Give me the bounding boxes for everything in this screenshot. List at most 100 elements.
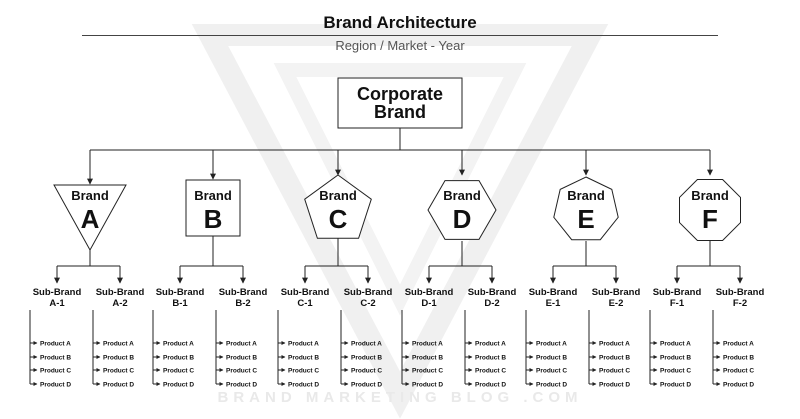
brand-letter: A <box>81 204 100 234</box>
product-label: Product A <box>723 340 754 347</box>
brand-letter: B <box>204 204 223 234</box>
subbrand-label-line2: B-2 <box>235 298 250 309</box>
brand-letter: C <box>329 204 348 234</box>
product-label: Product C <box>103 367 134 374</box>
product-label: Product C <box>226 367 257 374</box>
subbrand-label-line2: F-1 <box>670 298 685 309</box>
product-label: Product C <box>288 367 319 374</box>
product-label: Product A <box>412 340 443 347</box>
corporate-brand-line2: Brand <box>374 102 426 122</box>
subbrand-label-line1: Sub-Brand <box>219 287 268 298</box>
subbrand-label-line1: Sub-Brand <box>716 287 765 298</box>
brand-label: Brand <box>443 188 481 203</box>
subbrand-label-line1: Sub-Brand <box>468 287 517 298</box>
product-label: Product B <box>723 354 754 361</box>
subbrand-label-line2: C-2 <box>360 298 375 309</box>
page-title: Brand Architecture <box>323 13 476 32</box>
brand-letter: D <box>453 204 472 234</box>
product-label: Product D <box>723 381 754 388</box>
product-label: Product D <box>536 381 567 388</box>
corporate-brand-box <box>337 77 463 129</box>
page-subtitle: Region / Market - Year <box>335 38 465 53</box>
subbrand-label-line2: E-2 <box>609 298 624 309</box>
product-label: Product C <box>351 367 382 374</box>
corporate-brand-node: Corporate Brand <box>337 77 463 129</box>
product-label: Product B <box>226 354 257 361</box>
product-label: Product A <box>40 340 71 347</box>
subbrand-label-line2: E-1 <box>546 298 562 309</box>
product-label: Product B <box>103 354 134 361</box>
product-label: Product B <box>599 354 630 361</box>
subbrand-label-line1: Sub-Brand <box>592 287 641 298</box>
product-label: Product C <box>475 367 506 374</box>
product-label: Product B <box>351 354 382 361</box>
watermark-text: BRAND MARKETING BLOG .COM <box>218 389 583 406</box>
brand-shape-heptagon <box>553 176 619 241</box>
product-label: Product A <box>475 340 506 347</box>
subbrand-label-line2: F-2 <box>733 298 747 309</box>
brand-letter: F <box>702 204 718 234</box>
product-label: Product A <box>351 340 382 347</box>
brand-shape-square <box>185 179 241 237</box>
product-label: Product D <box>226 381 257 388</box>
product-label: Product A <box>536 340 567 347</box>
product-label: Product A <box>660 340 691 347</box>
subbrand-label-line1: Sub-Brand <box>96 287 145 298</box>
product-label: Product C <box>163 367 194 374</box>
product-label: Product D <box>412 381 443 388</box>
brand-label: Brand <box>567 188 605 203</box>
product-label: Product D <box>103 381 134 388</box>
product-label: Product A <box>599 340 630 347</box>
product-label: Product D <box>599 381 630 388</box>
product-label: Product B <box>40 354 71 361</box>
brand-label: Brand <box>194 188 232 203</box>
product-label: Product C <box>40 367 71 374</box>
subbrand-label-line2: C-1 <box>297 298 313 309</box>
product-label: Product C <box>412 367 443 374</box>
subbrand-label-line2: D-2 <box>484 298 499 309</box>
subbrand-label-line1: Sub-Brand <box>281 287 330 298</box>
product-label: Product B <box>660 354 691 361</box>
product-label: Product D <box>660 381 691 388</box>
product-label: Product C <box>599 367 630 374</box>
brand-label: Brand <box>319 188 357 203</box>
subbrand-label-line1: Sub-Brand <box>529 287 578 298</box>
subbrand-label-line1: Sub-Brand <box>33 287 82 298</box>
subbrand-label-line1: Sub-Brand <box>405 287 454 298</box>
brand-label: Brand <box>691 188 729 203</box>
subbrand-label-line2: A-1 <box>49 298 65 309</box>
brand-shape-triangle-down <box>53 184 127 252</box>
subbrand-label-line2: A-2 <box>112 298 127 309</box>
product-label: Product D <box>40 381 71 388</box>
product-label: Product A <box>226 340 257 347</box>
product-label: Product D <box>288 381 319 388</box>
brand-label: Brand <box>71 188 109 203</box>
product-label: Product A <box>103 340 134 347</box>
brand-letter: E <box>577 204 594 234</box>
brand-shape-octagon <box>679 179 741 241</box>
product-label: Product A <box>163 340 194 347</box>
product-label: Product D <box>351 381 382 388</box>
product-label: Product C <box>536 367 567 374</box>
product-label: Product B <box>288 354 319 361</box>
product-label: Product B <box>412 354 443 361</box>
product-label: Product B <box>536 354 567 361</box>
corporate-connectors <box>87 128 713 185</box>
